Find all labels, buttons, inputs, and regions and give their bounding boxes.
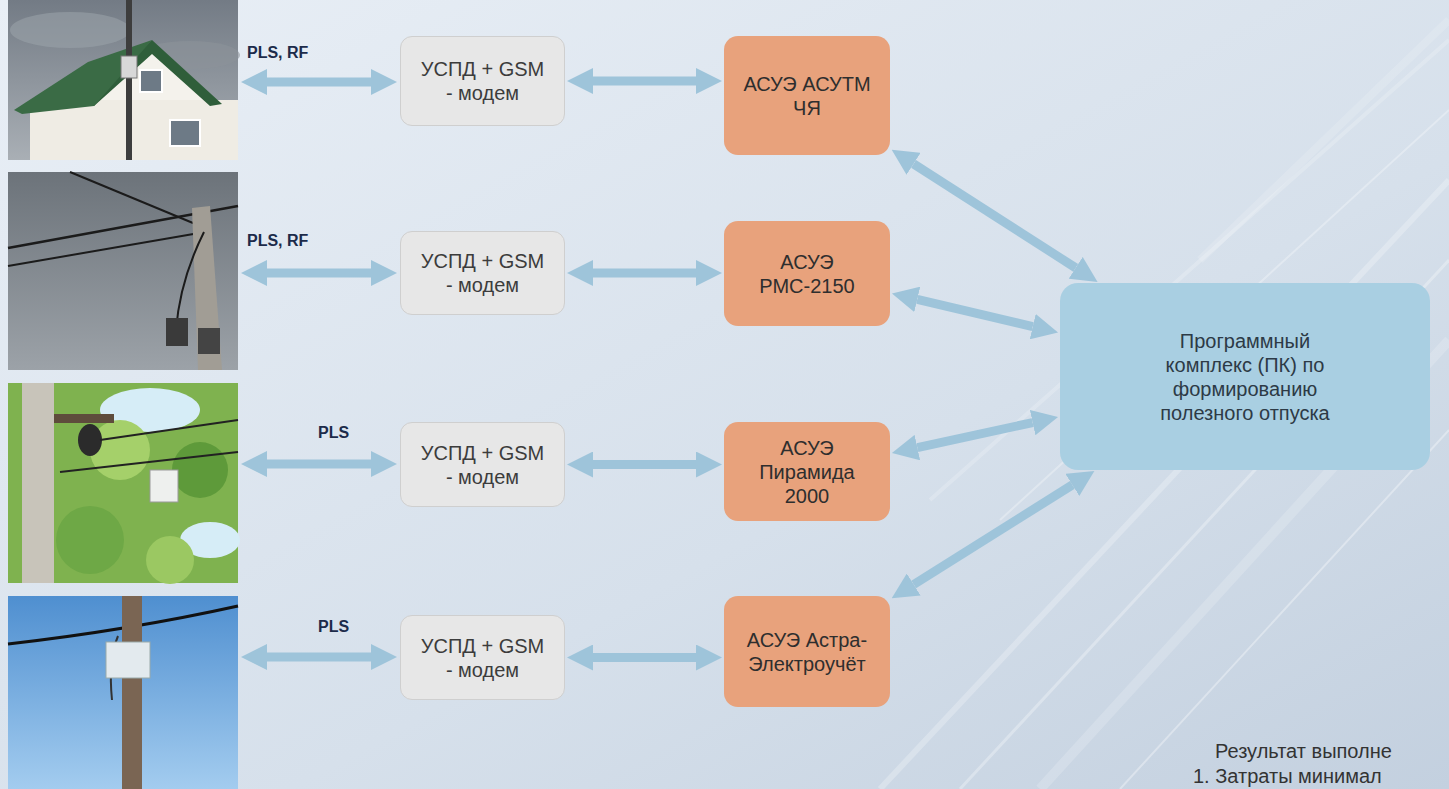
box-text: АСУЭ РМС-2150 <box>741 250 873 298</box>
streak <box>1200 20 1449 260</box>
device-box <box>106 642 150 678</box>
device-box: УСПД + GSM - модем <box>400 231 565 315</box>
window <box>170 120 200 146</box>
double-arrow <box>593 460 696 469</box>
device-box: УСПД + GSM - модем <box>400 615 565 700</box>
sky <box>8 0 238 160</box>
double-arrow <box>917 423 1032 448</box>
crossarm <box>54 414 114 423</box>
pole <box>122 596 142 789</box>
system-box: АСУЭ РМС-2150 <box>724 221 890 326</box>
channel-label: PLS <box>318 424 349 442</box>
wire <box>8 232 205 266</box>
wire <box>176 232 204 330</box>
note-text: 1. Затраты минимал <box>1193 765 1382 788</box>
double-arrow <box>593 77 696 86</box>
link-arrow <box>267 269 371 278</box>
double-arrow <box>593 653 696 662</box>
box-text: Программный комплекс (ПК) по формировани… <box>1148 329 1343 425</box>
box-text: УСПД + GSM - модем <box>417 441 549 489</box>
cloud <box>10 12 130 48</box>
wire <box>70 172 205 228</box>
note-text: Результат выполне <box>1215 740 1392 763</box>
link-arrow <box>267 460 371 469</box>
system-box: АСУЭ Пирамида 2000 <box>724 422 890 521</box>
streak <box>960 260 1449 789</box>
leaves <box>56 506 124 574</box>
device-box <box>198 328 220 354</box>
device-box: УСПД + GSM - модем <box>400 422 565 507</box>
box-text: УСПД + GSM - модем <box>417 249 549 297</box>
streak <box>1000 110 1449 520</box>
wire <box>60 452 238 472</box>
streak <box>1120 430 1449 789</box>
system-box: АСУЭ АСУТМ ЧЯ <box>724 36 890 155</box>
system-box: АСУЭ Астра-Электроучёт <box>724 596 890 707</box>
leaves <box>172 442 228 498</box>
link-arrows <box>267 82 371 657</box>
tree-photo <box>8 383 240 584</box>
insulator <box>78 424 102 456</box>
link-arrow <box>267 653 371 662</box>
house-photo <box>8 0 240 160</box>
window <box>140 70 162 92</box>
device-box <box>150 470 178 502</box>
box-text: АСУЭ Пирамида 2000 <box>741 436 873 508</box>
background-streaks <box>880 20 1449 789</box>
box-text: УСПД + GSM - модем <box>417 57 549 105</box>
sky <box>8 596 238 789</box>
double-arrow <box>914 485 1073 585</box>
device-box <box>166 318 188 346</box>
software-box: Программный комплекс (ПК) по формировани… <box>1060 283 1430 470</box>
channel-label: PLS, RF <box>247 232 308 250</box>
box-text: АСУЭ АСУТМ ЧЯ <box>741 72 873 120</box>
streak <box>880 180 1449 789</box>
pole <box>192 206 222 370</box>
double-arrow <box>917 299 1032 326</box>
channel-label: PLS <box>318 618 349 636</box>
wire <box>100 420 238 440</box>
pole-photo <box>8 172 238 370</box>
link-arrow <box>267 78 371 87</box>
double-arrow <box>593 269 696 278</box>
pole <box>22 383 54 583</box>
box-text: АСУЭ Астра-Электроучёт <box>741 628 873 676</box>
device-box: УСПД + GSM - модем <box>400 36 565 126</box>
box-text: УСПД + GSM - модем <box>417 634 549 682</box>
leaves <box>146 536 194 584</box>
sky <box>8 172 238 370</box>
pole <box>126 0 132 160</box>
double-arrow <box>914 164 1076 268</box>
channel-label: PLS, RF <box>247 44 308 62</box>
meter-box <box>121 56 137 78</box>
wooden-pole-photo <box>8 596 238 789</box>
